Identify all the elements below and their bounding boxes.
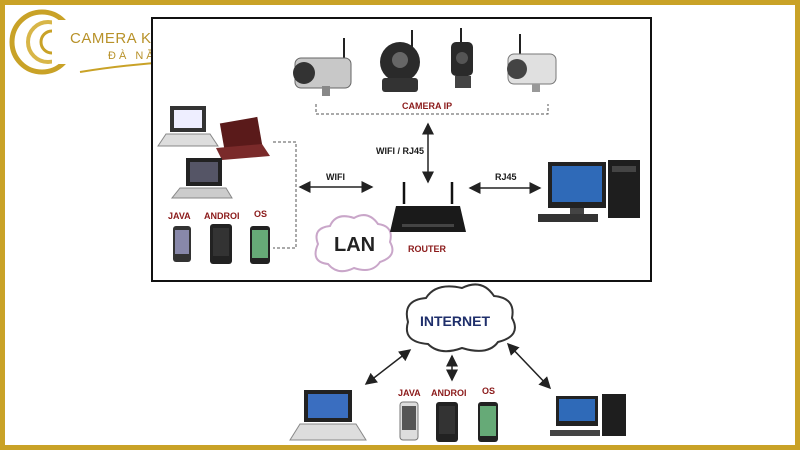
internet-desktop-icon xyxy=(550,394,626,436)
internet-os-android-label: ANDROI xyxy=(431,388,467,398)
internet-label: INTERNET xyxy=(420,313,490,329)
phone-java-icon xyxy=(173,226,191,262)
internet-os-java-label: JAVA xyxy=(398,388,421,398)
camera-compact-icon xyxy=(451,28,473,88)
laptop-3-icon xyxy=(170,158,233,199)
internet-laptop-icon xyxy=(289,390,367,441)
laptop-1-icon xyxy=(157,106,219,147)
camera-bullet-2-icon xyxy=(507,34,557,92)
lan-os-java-label: JAVA xyxy=(168,211,191,221)
internet-os-ios-label: OS xyxy=(482,386,496,396)
wifi-rj45-label: WIFI / RJ45 xyxy=(376,146,425,156)
camera-bullet-1-icon xyxy=(293,38,352,96)
laptop-2-icon xyxy=(216,116,270,160)
internet-phone-ios-icon xyxy=(478,402,498,442)
lan-os-ios-label: OS xyxy=(254,209,268,219)
internet-phone-java-icon xyxy=(399,401,419,441)
rj45-label: RJ45 xyxy=(495,172,517,182)
internet-cloud-shape xyxy=(405,283,516,353)
lan-cloud-shape xyxy=(314,214,394,273)
lan-os-android-label: ANDROI xyxy=(204,211,240,221)
lan-label: LAN xyxy=(334,234,376,256)
internet-phone-android-icon xyxy=(436,402,458,442)
camera-ptz-icon xyxy=(380,30,420,92)
desktop-computer-icon xyxy=(538,160,640,222)
phone-ios-icon xyxy=(250,226,270,264)
phone-android-icon xyxy=(210,224,232,264)
wifi-label: WIFI xyxy=(326,172,345,182)
camera-ip-label: CAMERA IP xyxy=(402,101,453,111)
router-label: ROUTER xyxy=(408,244,446,254)
router-icon xyxy=(390,182,466,232)
